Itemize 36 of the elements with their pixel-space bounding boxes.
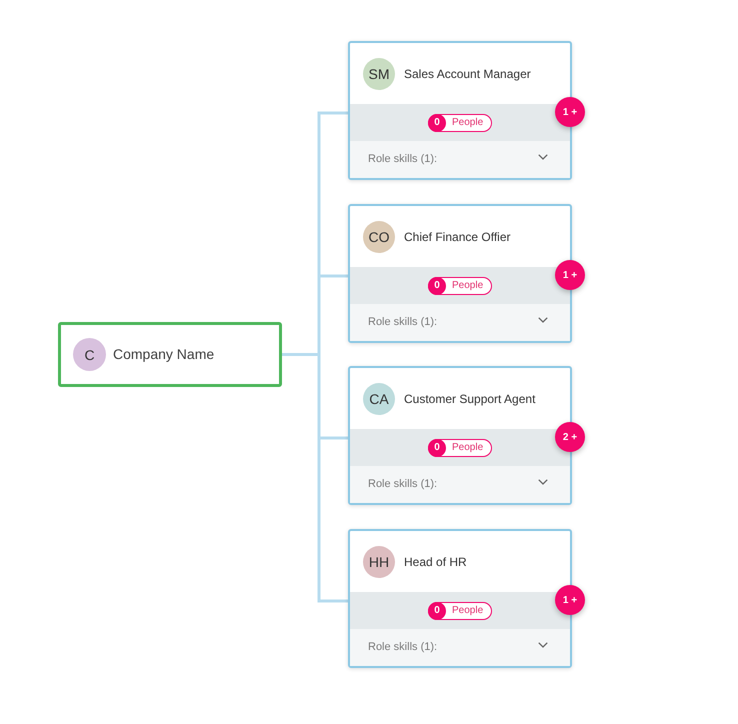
people-pill <box>428 439 492 457</box>
role-title: Chief Finance Offier <box>404 229 510 245</box>
people-label: People <box>452 280 484 292</box>
role-title: Sales Account Manager <box>404 66 531 82</box>
avatar-initials: SM <box>363 58 395 90</box>
role-card <box>348 204 572 343</box>
connector-line <box>282 353 348 602</box>
role-skills-label: Role skills (1): <box>368 152 438 166</box>
people-label: People <box>452 117 484 129</box>
people-pill <box>428 114 492 132</box>
people-label: People <box>452 605 484 617</box>
role-skills-label: Role skills (1): <box>368 640 438 654</box>
avatar-initials: C <box>73 338 106 371</box>
count-badge: 1 + <box>555 97 585 127</box>
avatar-initials: HH <box>363 546 395 578</box>
role-title: Customer Support Agent <box>404 391 536 407</box>
company-name: Company Name <box>113 345 214 363</box>
role-skills-label: Role skills (1): <box>368 477 438 491</box>
people-pill <box>428 277 492 295</box>
people-pill <box>428 602 492 620</box>
count-badge: 1 + <box>555 260 585 290</box>
role-title: Head of HR <box>404 554 467 570</box>
count-badge: 2 + <box>555 422 585 452</box>
avatar-initials: CA <box>363 383 395 415</box>
people-count: 0 <box>428 114 446 132</box>
company-card <box>58 322 282 387</box>
people-label: People <box>452 442 484 454</box>
people-count: 0 <box>428 602 446 620</box>
people-count: 0 <box>428 277 446 295</box>
count-badge: 1 + <box>555 585 585 615</box>
role-card <box>348 41 572 180</box>
role-card <box>348 366 572 505</box>
avatar-initials: CO <box>363 221 395 253</box>
role-skills-label: Role skills (1): <box>368 315 438 329</box>
people-count: 0 <box>428 439 446 457</box>
role-card <box>348 529 572 668</box>
